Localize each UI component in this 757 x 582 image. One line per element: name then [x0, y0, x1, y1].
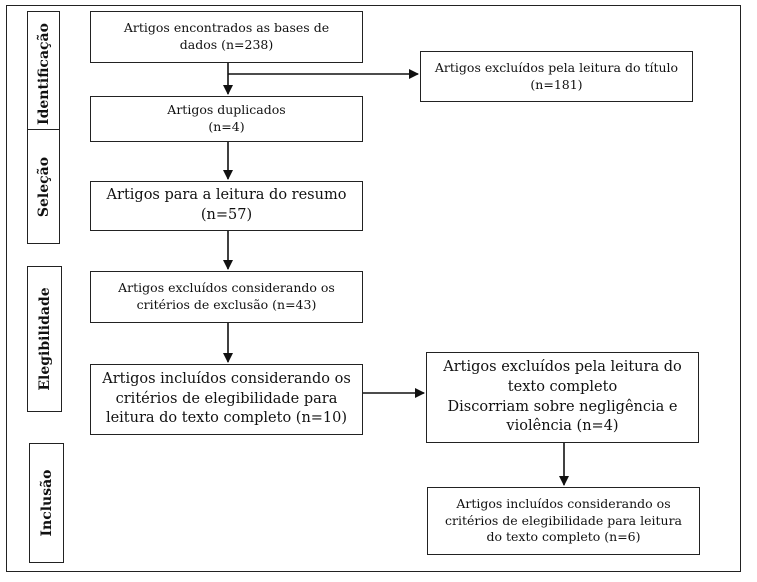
stage-elegibilidade: Elegibilidade	[27, 266, 62, 412]
stage-inclusao: Inclusão	[29, 443, 64, 563]
box-incluidos-texto-completo: Artigos incluídos considerando os critér…	[90, 364, 363, 435]
box-artigos-duplicados: Artigos duplicados (n=4)	[90, 96, 363, 142]
box-artigos-encontrados: Artigos encontrados as bases de dados (n…	[90, 11, 363, 63]
box-leitura-resumo: Artigos para a leitura do resumo (n=57)	[90, 181, 363, 231]
box-excluidos-titulo: Artigos excluídos pela leitura do título…	[420, 51, 693, 102]
box-incluidos-final: Artigos incluídos considerando os critér…	[427, 487, 700, 555]
stage-selecao: Seleção	[27, 129, 60, 244]
box-excluidos-texto-completo: Artigos excluídos pela leitura do texto …	[426, 352, 699, 443]
box-excluidos-criterios: Artigos excluídos considerando os critér…	[90, 271, 363, 323]
diagram-frame	[6, 5, 741, 572]
